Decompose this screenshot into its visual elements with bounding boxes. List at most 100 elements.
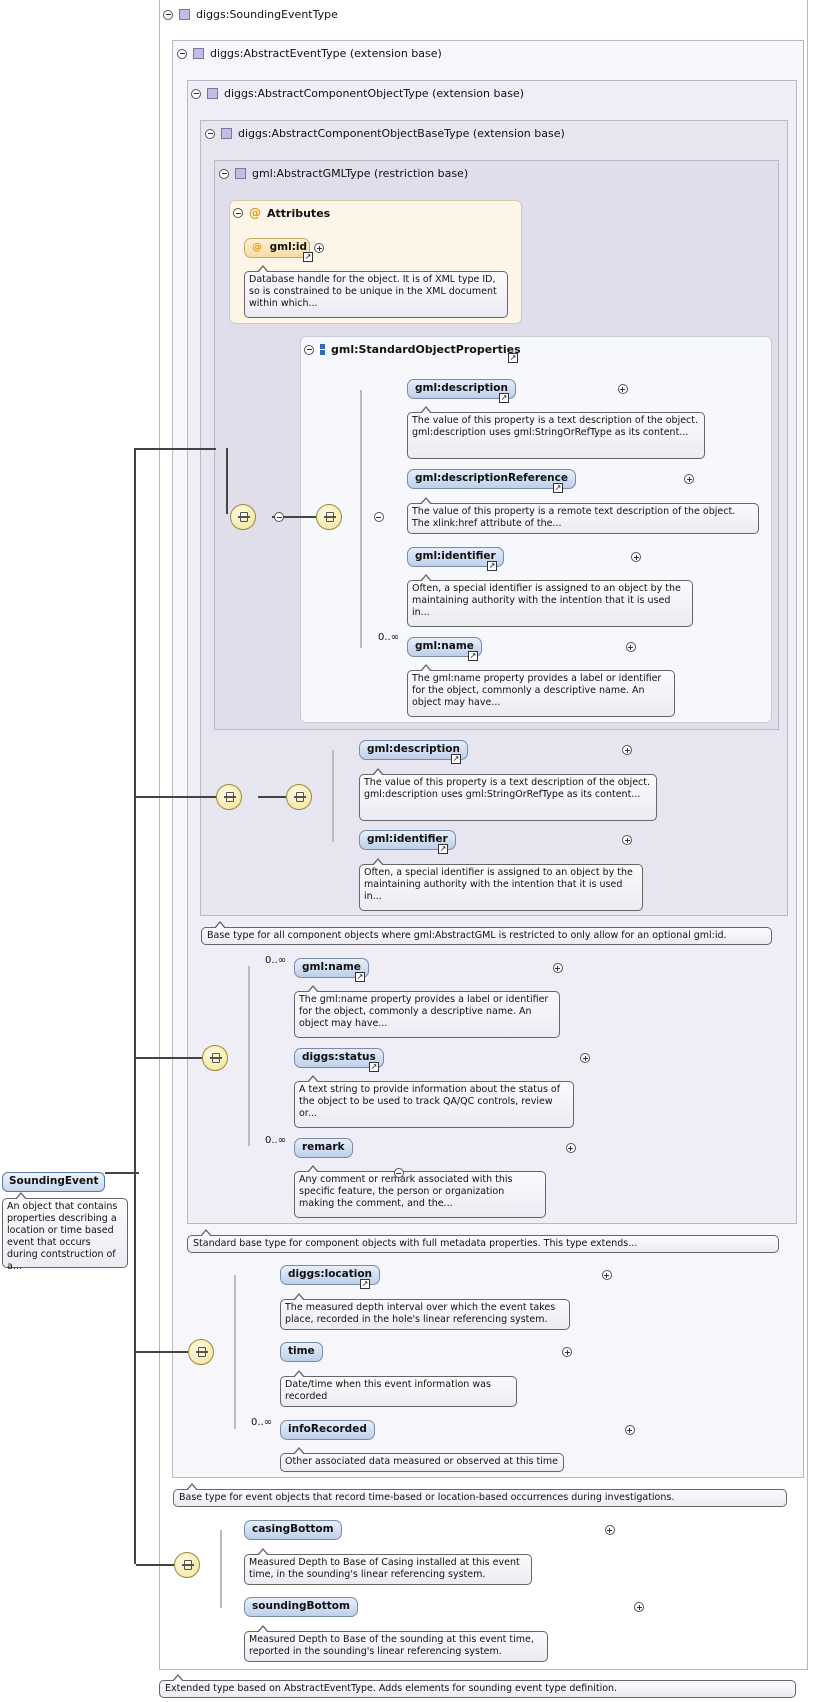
collapse-icon[interactable]	[163, 9, 173, 20]
expand-icon[interactable]	[552, 963, 563, 973]
sequence-compositor-icon[interactable]	[286, 784, 312, 810]
complex-type-icon	[179, 9, 190, 20]
expand-icon[interactable]	[684, 474, 695, 484]
element-casing-bottom[interactable]: casingBottom	[244, 1520, 342, 1540]
multiplicity-label: 0..∞	[265, 1135, 287, 1146]
element-description: A text string to provide information abo…	[294, 1075, 574, 1128]
attribute-icon: @	[249, 206, 261, 220]
element-description: The value of this property is a remote t…	[407, 497, 759, 534]
sequence-compositor-icon[interactable]	[216, 784, 242, 810]
type-title: diggs:AbstractComponentObjectType (exten…	[224, 87, 524, 100]
element-gml-description[interactable]: gml:description	[407, 379, 516, 399]
connector	[136, 796, 230, 798]
connector	[136, 448, 216, 450]
type-title: diggs:SoundingEventType	[196, 8, 338, 21]
expand-icon[interactable]	[604, 1525, 615, 1535]
type-title: diggs:AbstractEventType (extension base)	[210, 47, 442, 60]
collapse-icon[interactable]	[205, 128, 215, 139]
sounding-event-type-header: diggs:SoundingEventType	[163, 8, 338, 21]
attributes-header: @ Attributes	[233, 206, 330, 220]
group-title: gml:StandardObjectProperties	[331, 343, 521, 356]
collapse-icon[interactable]	[219, 168, 229, 179]
element-diggs-location[interactable]: diggs:location	[280, 1265, 381, 1285]
attribute-icon: @	[252, 242, 262, 253]
element-gml-identifier[interactable]: gml:identifier	[407, 547, 504, 567]
expand-icon[interactable]	[617, 384, 628, 394]
collapse-icon[interactable]	[274, 512, 285, 522]
type-footer-note: Base type for all component objects wher…	[201, 921, 772, 945]
element-gml-name[interactable]: gml:name	[294, 958, 369, 978]
sequence-compositor-icon[interactable]	[202, 1045, 228, 1071]
collapse-icon[interactable]	[393, 1168, 404, 1178]
branch-line	[332, 750, 334, 842]
complex-type-icon	[235, 168, 246, 179]
sequence-compositor-icon[interactable]	[230, 504, 256, 530]
collapse-icon[interactable]	[191, 88, 201, 99]
sequence-compositor-icon[interactable]	[316, 504, 342, 530]
attribute-description: Database handle for the object. It is of…	[244, 265, 508, 318]
attributes-title: Attributes	[267, 206, 331, 220]
connector	[136, 1564, 174, 1566]
expand-icon[interactable]	[622, 745, 633, 755]
element-description: Date/time when this event information wa…	[280, 1370, 517, 1407]
type-footer-note: Extended type based on AbstractEventType…	[159, 1674, 796, 1698]
type-footer-note: Standard base type for component objects…	[187, 1229, 779, 1253]
link-arrow-icon[interactable]: ↗	[369, 1062, 379, 1072]
connector	[136, 1351, 188, 1353]
link-arrow-icon[interactable]: ↗	[553, 483, 563, 493]
expand-icon[interactable]	[631, 552, 642, 562]
element-diggs-status[interactable]: diggs:status	[294, 1048, 384, 1068]
element-remark[interactable]: remark	[294, 1138, 353, 1158]
root-element-sounding-event[interactable]: SoundingEvent	[2, 1172, 106, 1192]
collapse-icon[interactable]	[177, 48, 187, 59]
expand-icon[interactable]	[625, 642, 636, 652]
expand-icon[interactable]	[634, 1602, 645, 1612]
attribute-gml-id[interactable]: @ gml:id	[244, 238, 310, 258]
expand-icon[interactable]	[580, 1053, 591, 1063]
standard-object-properties-header: gml:StandardObjectProperties	[304, 343, 521, 356]
element-time[interactable]: time	[280, 1342, 323, 1362]
element-gml-description[interactable]: gml:description	[359, 740, 468, 760]
link-arrow-icon[interactable]: ↗	[468, 651, 478, 661]
element-gml-name[interactable]: gml:name	[407, 637, 482, 657]
link-arrow-icon[interactable]: ↗	[499, 393, 509, 403]
expand-icon[interactable]	[622, 835, 633, 845]
abstract-component-object-type-header: diggs:AbstractComponentObjectType (exten…	[191, 87, 524, 100]
type-title: gml:AbstractGMLType (restriction base)	[252, 167, 469, 180]
link-arrow-icon[interactable]: ↗	[303, 252, 313, 262]
complex-type-icon	[221, 128, 232, 139]
expand-icon[interactable]	[624, 1425, 635, 1435]
sequence-compositor-icon[interactable]	[188, 1339, 214, 1365]
element-gml-description-reference[interactable]: gml:descriptionReference	[407, 469, 576, 489]
collapse-icon[interactable]	[233, 208, 243, 218]
abstract-component-object-base-type-header: diggs:AbstractComponentObjectBaseType (e…	[205, 127, 565, 140]
multiplicity-label: 0..∞	[265, 955, 287, 966]
collapse-icon[interactable]	[304, 344, 314, 355]
link-arrow-icon[interactable]: ↗	[487, 561, 497, 571]
expand-icon[interactable]	[314, 243, 324, 253]
element-description: Measured Depth to Base of the sounding a…	[244, 1625, 548, 1662]
link-arrow-icon[interactable]: ↗	[438, 844, 448, 854]
abstract-gml-type-header: gml:AbstractGMLType (restriction base)	[219, 167, 468, 180]
link-arrow-icon[interactable]: ↗	[451, 754, 461, 764]
expand-icon[interactable]	[565, 1143, 576, 1153]
connector	[136, 1057, 202, 1059]
branch-line	[248, 966, 250, 1146]
element-description: The value of this property is a text des…	[407, 406, 705, 459]
expand-icon[interactable]	[562, 1347, 573, 1357]
multiplicity-label: 0..∞	[378, 632, 400, 643]
link-arrow-icon[interactable]: ↗	[508, 353, 518, 363]
collapse-icon[interactable]	[373, 512, 384, 522]
element-description: The gml:name property provides a label o…	[407, 664, 675, 717]
multiplicity-label: 0..∞	[251, 1417, 273, 1428]
root-element-description: An object that contains properties descr…	[2, 1192, 128, 1272]
link-arrow-icon[interactable]: ↗	[360, 1279, 370, 1289]
branch-line	[234, 1275, 236, 1429]
expand-icon[interactable]	[601, 1270, 612, 1280]
link-arrow-icon[interactable]: ↗	[355, 972, 365, 982]
sequence-compositor-icon[interactable]	[174, 1552, 200, 1578]
element-sounding-bottom[interactable]: soundingBottom	[244, 1597, 358, 1617]
element-gml-identifier[interactable]: gml:identifier	[359, 830, 456, 850]
connector	[226, 448, 228, 514]
element-info-recorded[interactable]: infoRecorded	[280, 1420, 375, 1440]
